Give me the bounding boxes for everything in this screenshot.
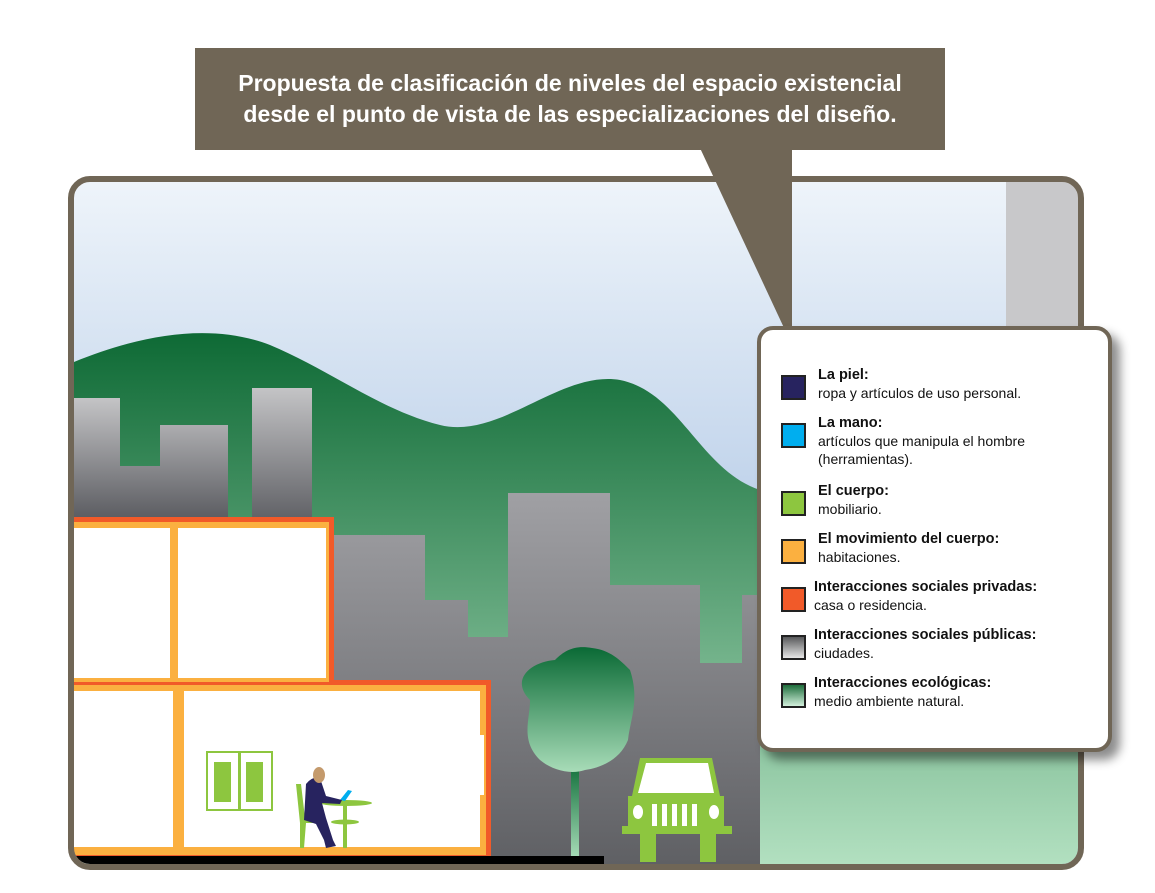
legend-label: La piel: — [818, 367, 869, 383]
legend-panel: La piel: ropa y artículos de uso personal… — [757, 326, 1112, 752]
swatch-gray — [781, 635, 806, 660]
swatch-green — [781, 491, 806, 516]
legend-desc: casa o residencia. — [814, 597, 927, 613]
swatch-dark-blue — [781, 375, 806, 400]
house — [74, 517, 491, 860]
legend-item-publicas: Interacciones sociales públicas: ciudades… — [781, 626, 1036, 662]
legend-label: Interacciones sociales privadas: — [814, 579, 1038, 595]
title-line-1: Propuesta de clasificación de niveles de… — [238, 70, 902, 96]
ground-line — [74, 856, 604, 864]
swatch-orange — [781, 539, 806, 564]
legend-desc: medio ambiente natural. — [814, 693, 965, 709]
legend-desc: habitaciones. — [818, 549, 901, 565]
legend-desc: mobiliario. — [818, 501, 882, 517]
city-buildings — [74, 388, 312, 528]
room — [184, 691, 480, 847]
room — [74, 528, 170, 678]
car — [622, 758, 732, 862]
legend-label: Interacciones ecológicas: — [814, 675, 992, 691]
legend-item-mano: La mano: artículos que manipula el hombre… — [781, 414, 1101, 468]
legend-label: Interacciones sociales públicas: — [814, 627, 1037, 643]
swatch-dark-green — [781, 683, 806, 708]
tree — [521, 647, 635, 858]
swatch-cyan — [781, 423, 806, 448]
cabinet — [206, 751, 273, 811]
swatch-red-orange — [781, 587, 806, 612]
legend-item-piel: La piel: ropa y artículos de uso personal… — [781, 366, 1021, 402]
legend-label: El cuerpo: — [818, 483, 889, 499]
title-line-2: desde el punto de vista de las especiali… — [243, 101, 897, 127]
legend-desc: artículos que manipula el hombre (herram… — [818, 433, 1026, 467]
title-callout: Propuesta de clasificación de niveles de… — [195, 48, 945, 150]
legend-item-movimiento: El movimiento del cuerpo: habitaciones. — [781, 530, 999, 566]
legend-desc: ropa y artículos de uso personal. — [818, 385, 1022, 401]
callout-tail — [700, 148, 792, 345]
legend-item-cuerpo: El cuerpo: mobiliario. — [781, 482, 889, 518]
legend-item-ecologicas: Interacciones ecológicas: medio ambiente … — [781, 674, 991, 710]
legend-item-privadas: Interacciones sociales privadas: casa o r… — [781, 578, 1037, 614]
legend-label: La mano: — [818, 415, 883, 431]
legend-label: El movimiento del cuerpo: — [818, 531, 1000, 547]
room — [74, 691, 173, 847]
gray-strip — [1006, 182, 1078, 332]
room — [178, 528, 326, 678]
person-at-desk — [296, 767, 372, 848]
legend-desc: ciudades. — [814, 645, 874, 661]
